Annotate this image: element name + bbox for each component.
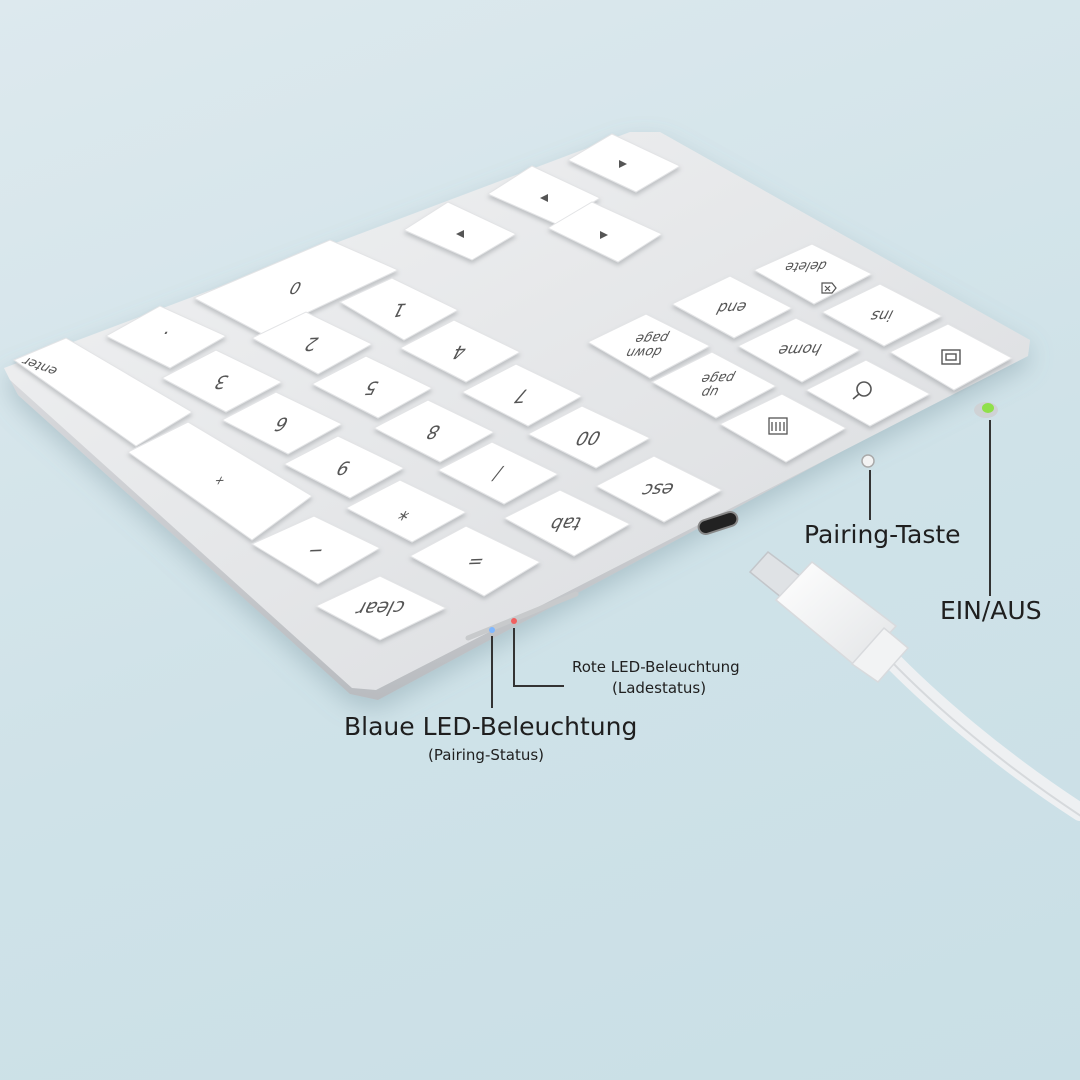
cable-strain-relief xyxy=(850,626,910,683)
key-minus[interactable] xyxy=(250,515,382,585)
key-double-zero[interactable] xyxy=(526,405,652,469)
key-slash[interactable] xyxy=(436,441,560,505)
key-four[interactable] xyxy=(398,319,522,383)
label-delete: delete xyxy=(782,258,830,275)
key-three[interactable] xyxy=(160,349,284,413)
key-clear[interactable] xyxy=(314,575,448,641)
key-nine[interactable] xyxy=(282,435,406,499)
backspace-icon xyxy=(821,282,837,294)
arrow-up-key[interactable] xyxy=(486,165,602,225)
arrow-down-key[interactable] xyxy=(546,201,664,263)
blue-led-callout-title: Blaue LED-Beleuchtung xyxy=(344,712,638,741)
search-icon xyxy=(852,381,872,400)
arrow-left-icon xyxy=(456,230,464,238)
key-esc[interactable] xyxy=(594,455,724,523)
label-page-down-line1: page xyxy=(632,330,672,346)
key-delete[interactable] xyxy=(752,243,874,305)
label-esc: esc xyxy=(637,478,678,501)
key-zero[interactable] xyxy=(192,239,400,335)
arrow-left-key[interactable] xyxy=(402,201,518,261)
key-enter[interactable] xyxy=(12,337,193,447)
screenshot-icon xyxy=(941,349,961,365)
label-ins: ins xyxy=(866,307,896,326)
key-asterisk[interactable] xyxy=(344,479,468,543)
red-led xyxy=(511,618,517,624)
key-calculator[interactable] xyxy=(718,393,848,463)
key-search[interactable] xyxy=(804,359,932,427)
led-slot xyxy=(465,591,579,641)
cable-plug-housing xyxy=(774,560,898,670)
label-end: end xyxy=(713,298,750,317)
pairing-button-callout: Pairing-Taste xyxy=(804,520,961,549)
key-page-down[interactable] xyxy=(586,313,712,379)
key-one[interactable] xyxy=(338,277,460,341)
key-end[interactable] xyxy=(670,275,794,339)
power-led xyxy=(982,403,994,413)
hardware-details xyxy=(465,402,998,641)
label-page-up-line2: up xyxy=(698,384,722,400)
key-equals[interactable] xyxy=(408,525,542,597)
cable-wire xyxy=(875,643,1080,821)
power-switch[interactable] xyxy=(974,402,998,418)
key-plus[interactable] xyxy=(127,421,313,541)
key-dot[interactable] xyxy=(104,305,228,369)
key-six[interactable] xyxy=(220,391,344,455)
key-screenshot[interactable] xyxy=(888,323,1014,391)
usb-c-port xyxy=(697,510,739,536)
power-switch-callout: EIN/AUS xyxy=(940,596,1042,625)
usb-c-cable xyxy=(748,550,1080,821)
blue-led-callout-subtitle: (Pairing-Status) xyxy=(428,746,545,764)
arrow-down-icon xyxy=(600,231,608,239)
red-led-callout-subtitle: (Ladestatus) xyxy=(612,679,707,697)
label-page-up-line1: page xyxy=(698,370,738,386)
arrow-right-icon xyxy=(619,160,627,168)
key-home[interactable] xyxy=(736,317,862,383)
key-page-up[interactable] xyxy=(650,351,778,419)
calculator-icon xyxy=(768,417,788,435)
label-page-down-line2: down xyxy=(623,344,665,360)
label-home: home xyxy=(774,340,825,360)
label-double-zero: 00 xyxy=(572,427,606,450)
keys xyxy=(12,133,1014,641)
key-seven[interactable] xyxy=(460,363,584,427)
key-five[interactable] xyxy=(310,355,434,419)
label-tab: tab xyxy=(545,512,585,535)
red-led-callout-title: Rote LED-Beleuchtung xyxy=(572,658,740,676)
red-led-callout-line xyxy=(513,628,564,687)
blue-led xyxy=(489,627,495,633)
callout-lines xyxy=(491,420,991,708)
pairing-button[interactable] xyxy=(861,454,875,468)
key-eight[interactable] xyxy=(372,399,496,463)
arrow-up-icon xyxy=(540,194,548,202)
key-tab[interactable] xyxy=(502,489,632,557)
key-ins[interactable] xyxy=(820,283,944,347)
key-two[interactable] xyxy=(250,311,374,375)
key-icons xyxy=(456,160,961,435)
